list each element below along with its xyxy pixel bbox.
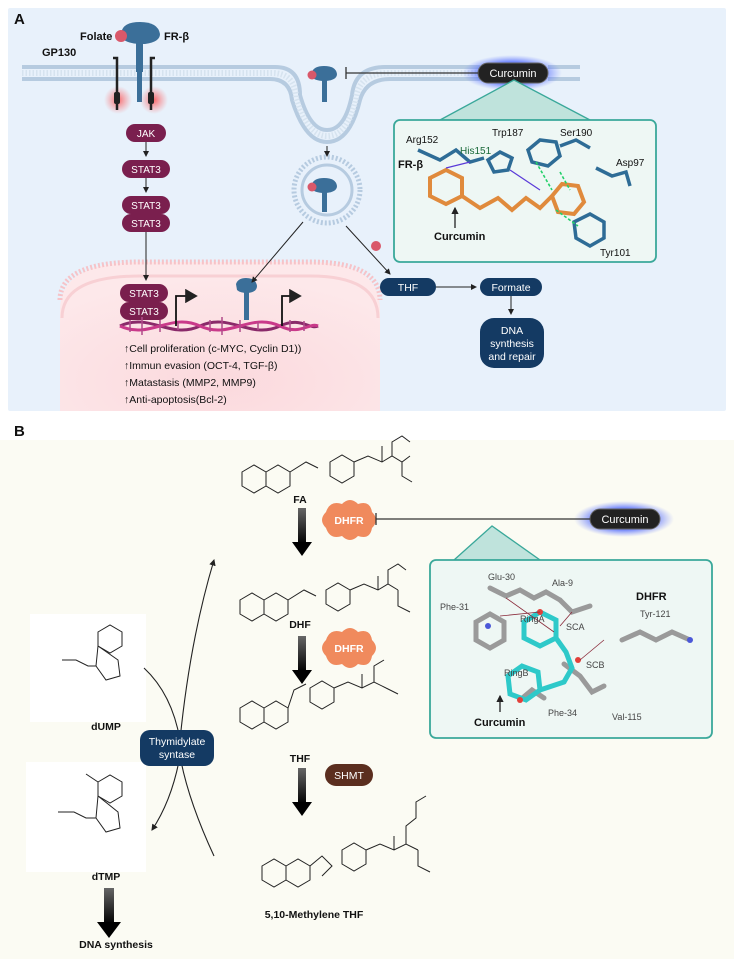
- thf-node-a: [380, 278, 436, 296]
- stat3-label-3: STAT3: [131, 219, 161, 230]
- thf-label-a: THF: [398, 282, 418, 294]
- curcumin-label-b: Curcumin: [601, 514, 648, 526]
- dhfr-label-2: DHFR: [334, 643, 364, 655]
- residue-phe34: Phe-34: [548, 708, 577, 718]
- promoter-arrow-2: [281, 288, 302, 326]
- residue-tyr101: Tyr101: [600, 248, 631, 259]
- jak-node: [126, 124, 166, 142]
- dna-synthesis-line-2: synthesis: [490, 338, 534, 350]
- dhfr-label-1: DHFR: [334, 515, 364, 527]
- docking-b-ligand: Curcumin: [474, 717, 526, 729]
- curcumin-inhibit-line-b: [375, 513, 590, 525]
- endosome: [291, 154, 363, 226]
- dump-label: dUMP: [91, 721, 121, 733]
- internalizing-receptor: [307, 66, 337, 102]
- dna-synthesis-node-a: [480, 318, 544, 368]
- fa-structure: [241, 435, 413, 494]
- gp130-label: GP130: [42, 47, 76, 59]
- curcumin-inhibit-line-a: [345, 67, 478, 79]
- residue-val115: Val-115: [612, 712, 642, 722]
- formate-label: Formate: [491, 282, 530, 294]
- stat3-label-4: STAT3: [129, 289, 159, 300]
- docking-a-ligand: Curcumin: [434, 231, 486, 243]
- outcome-1: ↑Cell proliferation (c-MYC, Cyclin D1)): [124, 343, 301, 355]
- dhfr-enzyme-1: [322, 500, 376, 540]
- ts-curve-upper: [143, 558, 216, 741]
- fa-label: FA: [293, 494, 307, 506]
- fr-beta-receptor: [115, 22, 160, 102]
- dtmp-to-dna-arrow: [104, 888, 114, 924]
- stat3-dimer-bottom: [122, 214, 170, 232]
- residue-trp187: Trp187: [492, 128, 524, 139]
- outcome-3: ↑Matastasis (MMP2, MMP9): [124, 377, 256, 389]
- stat3-label-1: STAT3: [131, 165, 161, 176]
- residue-tyr121: Tyr-121: [640, 609, 671, 619]
- docking-box-a: [393, 119, 657, 263]
- ring-label-sca: SCA: [566, 622, 585, 632]
- dna-synthesis-label-b: DNA synthesis: [79, 939, 153, 951]
- gp130-receptors: [104, 56, 168, 114]
- stat3-nuclear-bottom: [120, 302, 168, 320]
- dtmp-label: dTMP: [92, 871, 121, 883]
- residue-his151: His151: [460, 146, 492, 157]
- docking-structure-b: [473, 585, 693, 703]
- dhf-to-thf-arrow: [298, 636, 306, 672]
- stat3-nuclear-top: [120, 284, 168, 302]
- thf-to-methylene-arrow: [298, 768, 306, 804]
- ring-label-a: RingA: [520, 614, 545, 624]
- methylene-thf-structure: [261, 795, 431, 888]
- ts-label-1: Thymidylate: [149, 736, 206, 748]
- docking-a-protein: FR-β: [398, 159, 423, 171]
- docking-b-protein: DHFR: [636, 591, 667, 603]
- folate-label: Folate: [80, 31, 112, 43]
- docking-structure-a: [417, 138, 632, 249]
- dump-structure: [62, 624, 123, 681]
- dtmp-card: [26, 762, 146, 872]
- fa-to-dhf-arrow: [298, 508, 306, 544]
- stat3-node-1: [122, 160, 170, 178]
- residue-asp97: Asp97: [616, 158, 645, 169]
- ring-label-b: RingB: [504, 668, 529, 678]
- panel-b-letter: B: [14, 423, 25, 440]
- jak-label: JAK: [137, 129, 156, 140]
- free-folate: [371, 241, 381, 251]
- ring-label-scb: SCB: [586, 660, 605, 670]
- dhfr-enzyme-2: [322, 628, 376, 668]
- thf-structure: [239, 659, 399, 730]
- outcome-2: ↑Immun evasion (OCT-4, TGF-β): [124, 360, 277, 372]
- thymidylate-synthase-node: [140, 730, 214, 766]
- formate-node: [480, 278, 542, 296]
- dhf-label: DHF: [289, 619, 311, 631]
- dna-synthesis-line-1: DNA: [501, 325, 523, 337]
- dna-synthesis-line-3: and repair: [488, 351, 536, 363]
- endosome-receptor: [307, 178, 337, 212]
- promoter-arrow-1: [175, 288, 198, 326]
- residue-glu30: Glu-30: [488, 572, 515, 582]
- stat3-dimer-top: [122, 196, 170, 214]
- residue-arg152: Arg152: [406, 135, 439, 146]
- shmt-label: SHMT: [334, 770, 364, 782]
- stat3-label-2: STAT3: [131, 201, 161, 212]
- shmt-enzyme: [325, 764, 373, 786]
- outcome-4: ↑Anti-apoptosis(Bcl-2): [124, 394, 227, 406]
- dhf-structure: [239, 563, 411, 622]
- nucleus-membrane: [57, 259, 383, 301]
- curcumin-label-a: Curcumin: [489, 68, 536, 80]
- residue-ser190: Ser190: [560, 128, 593, 139]
- docking-box-b: [429, 559, 713, 739]
- stat3-label-5: STAT3: [129, 307, 159, 318]
- panel-a-letter: A: [14, 11, 25, 28]
- dna-helix: [119, 317, 319, 335]
- thf-label-b: THF: [290, 753, 311, 765]
- methylene-thf-label: 5,10-Methylene THF: [265, 909, 364, 921]
- fr-beta-label: FR-β: [164, 31, 189, 43]
- ts-label-2: syntase: [159, 749, 195, 761]
- residue-ala9: Ala-9: [552, 578, 573, 588]
- residue-phe31: Phe-31: [440, 602, 469, 612]
- dump-card: [30, 614, 146, 722]
- cell-membrane: [22, 65, 580, 145]
- dtmp-structure: [58, 773, 123, 833]
